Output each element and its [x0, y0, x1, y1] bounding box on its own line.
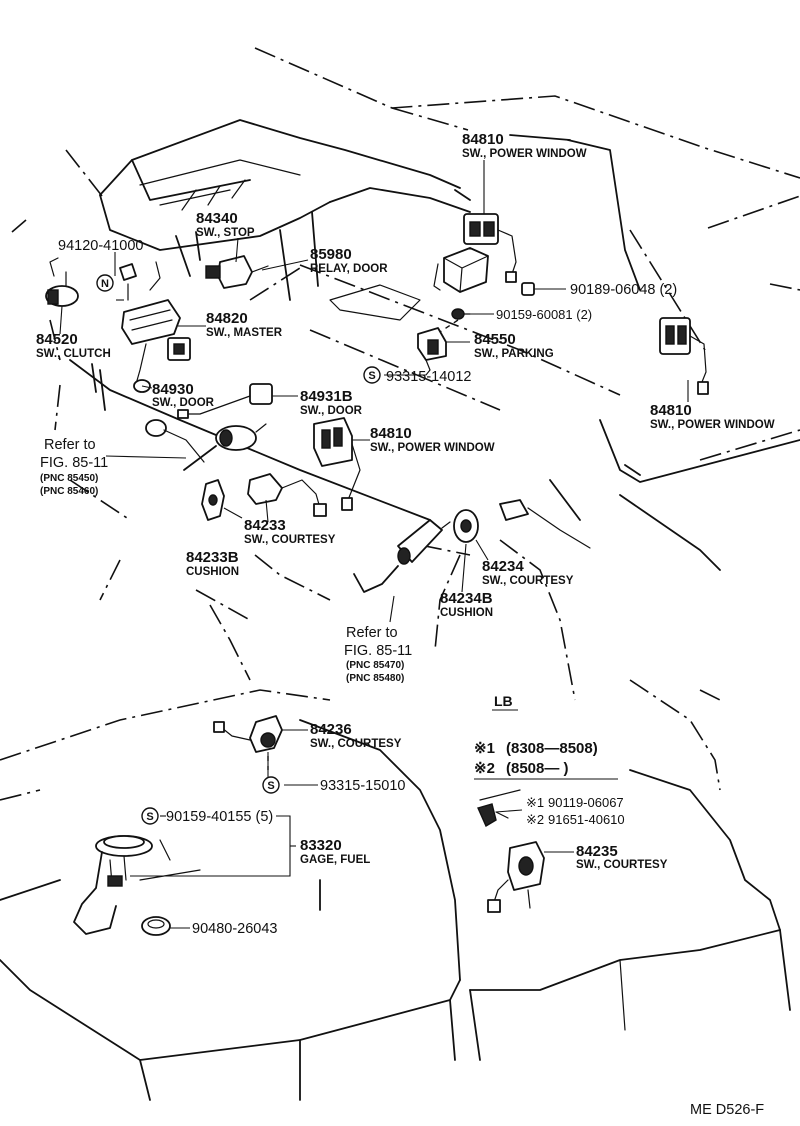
variant-part-1-mark: ※1	[526, 795, 544, 810]
pnc-ref-left-2: (PNC 85460)	[40, 486, 98, 497]
screw-90159-60081	[451, 308, 471, 320]
diagram-code: ME D526-F	[690, 1102, 764, 1118]
courtesy-switch-84234	[499, 499, 591, 549]
part-number-83320: 83320	[300, 837, 342, 854]
power-window-switch-right	[659, 317, 709, 395]
clutch-switch-drawing	[45, 257, 79, 307]
variant-1-mark: ※1	[474, 740, 495, 757]
stop-switch-drawing	[205, 255, 269, 289]
variant-2-range: (8508— )	[506, 760, 569, 777]
marker-s-93315-15010: S	[262, 776, 280, 794]
part-desc-84810-middle: SW., POWER WINDOW	[370, 442, 495, 454]
part-number-84235: 84235	[576, 843, 618, 860]
marker-s-90159-40155: S	[141, 807, 159, 825]
pnc-ref-right-1: (PNC 85470)	[346, 660, 404, 671]
part-desc-84235: SW., COURTESY	[576, 859, 668, 871]
variant-2-mark: ※2	[474, 760, 495, 777]
lb-screw-drawing	[477, 803, 509, 828]
part-desc-84340: SW., STOP	[196, 227, 255, 239]
part-number-94120-41000: 94120-41000	[58, 238, 143, 254]
part-desc-83320: GAGE, FUEL	[300, 854, 370, 866]
part-number-90189-06048: 90189-06048 (2)	[570, 282, 677, 298]
svg-text:S: S	[267, 780, 274, 792]
svg-text:S: S	[146, 811, 153, 823]
power-window-switch-top	[463, 213, 517, 283]
part-desc-84520: SW., CLUTCH	[36, 348, 111, 360]
courtesy-switch-84233	[247, 473, 327, 517]
part-number-84233b: 84233B	[186, 549, 239, 566]
part-desc-84810-right: SW., POWER WINDOW	[650, 419, 775, 431]
svg-text:S: S	[368, 370, 375, 382]
variant-part-2-mark: ※2	[526, 812, 544, 827]
parking-switch-drawing	[417, 327, 447, 371]
leader-lines	[59, 160, 689, 929]
part-desc-84931b: SW., DOOR	[300, 405, 363, 417]
door-switch-b-drawing	[177, 383, 273, 419]
part-number-93315-15010: 93315-15010	[320, 778, 405, 794]
part-number-85980: 85980	[310, 246, 352, 263]
figure-ref-left: FIG. 85-11	[40, 455, 108, 471]
part-number-90159-60081: 90159-60081 (2)	[496, 307, 592, 322]
fuel-gage-drawing	[73, 835, 153, 935]
part-number-84520: 84520	[36, 331, 78, 348]
variant-1-range: (8308—8508)	[506, 740, 598, 757]
reference-labels: Refer to FIG. 85-11 (PNC 85450) (PNC 854…	[40, 437, 412, 684]
part-number-84930: 84930	[152, 381, 194, 398]
parts-drawings	[45, 213, 709, 936]
clip-90189	[521, 282, 535, 296]
part-desc-84233b: CUSHION	[186, 566, 239, 578]
relay-door-drawing	[433, 247, 489, 293]
cushion-84233b	[201, 479, 225, 521]
body-outline	[0, 47, 800, 1101]
variant-part-2-number: 91651-40610	[548, 812, 625, 827]
part-number-84234: 84234	[482, 558, 524, 575]
cushion-84234b	[453, 509, 479, 543]
cable-left-drawing	[183, 423, 267, 471]
part-desc-84810-top: SW., POWER WINDOW	[462, 148, 587, 160]
part-number-84340: 84340	[196, 210, 238, 227]
cable-right-drawing	[353, 519, 451, 593]
courtesy-switch-84235	[487, 841, 545, 913]
part-desc-84930: SW., DOOR	[152, 397, 215, 409]
power-window-switch-middle	[313, 417, 361, 511]
grommet-90480	[141, 916, 171, 936]
courtesy-switch-84236	[213, 715, 283, 753]
part-desc-84234: SW., COURTESY	[482, 575, 574, 587]
pnc-ref-right-2: (PNC 85480)	[346, 673, 404, 684]
svg-text:N: N	[101, 278, 109, 290]
refer-to-right: Refer to	[346, 625, 398, 641]
part-number-84810-right: 84810	[650, 402, 692, 419]
marker-s-93315-14012: S	[363, 366, 381, 384]
part-number-84233: 84233	[244, 517, 286, 534]
part-number-93315-14012: 93315-14012	[386, 369, 471, 385]
part-number-84810-middle: 84810	[370, 425, 412, 442]
part-desc-84820: SW., MASTER	[206, 327, 283, 339]
master-switch-drawing	[121, 299, 191, 385]
part-desc-84234b: CUSHION	[440, 607, 493, 619]
part-desc-85980: RELAY, DOOR	[310, 263, 388, 275]
pnc-ref-left-1: (PNC 85450)	[40, 473, 98, 484]
part-number-84810-top: 84810	[462, 131, 504, 148]
part-desc-84233: SW., COURTESY	[244, 534, 336, 546]
part-desc-84236: SW., COURTESY	[310, 738, 402, 750]
part-number-84931b: 84931B	[300, 388, 353, 405]
part-number-90159-40155: 90159-40155 (5)	[166, 809, 273, 825]
marker-n: N	[96, 274, 114, 292]
refer-to-left: Refer to	[44, 437, 96, 453]
part-number-84236: 84236	[310, 721, 352, 738]
part-number-90480-26043: 90480-26043	[192, 921, 277, 937]
variant-header: LB	[494, 693, 513, 709]
part-desc-84550: SW., PARKING	[474, 348, 554, 360]
variant-part-1-number: 90119-06067	[548, 795, 624, 810]
part-labels: 84810 SW., POWER WINDOW 84340 SW., STOP …	[36, 131, 775, 937]
part-number-84820: 84820	[206, 310, 248, 327]
nut-94120	[119, 261, 161, 301]
figure-ref-right: FIG. 85-11	[344, 643, 412, 659]
part-number-84234b: 84234B	[440, 590, 493, 607]
variant-legend: LB ※1 (8308—8508) ※2 (8508— ) ※1 90119-0…	[474, 693, 625, 827]
part-number-84550: 84550	[474, 331, 516, 348]
